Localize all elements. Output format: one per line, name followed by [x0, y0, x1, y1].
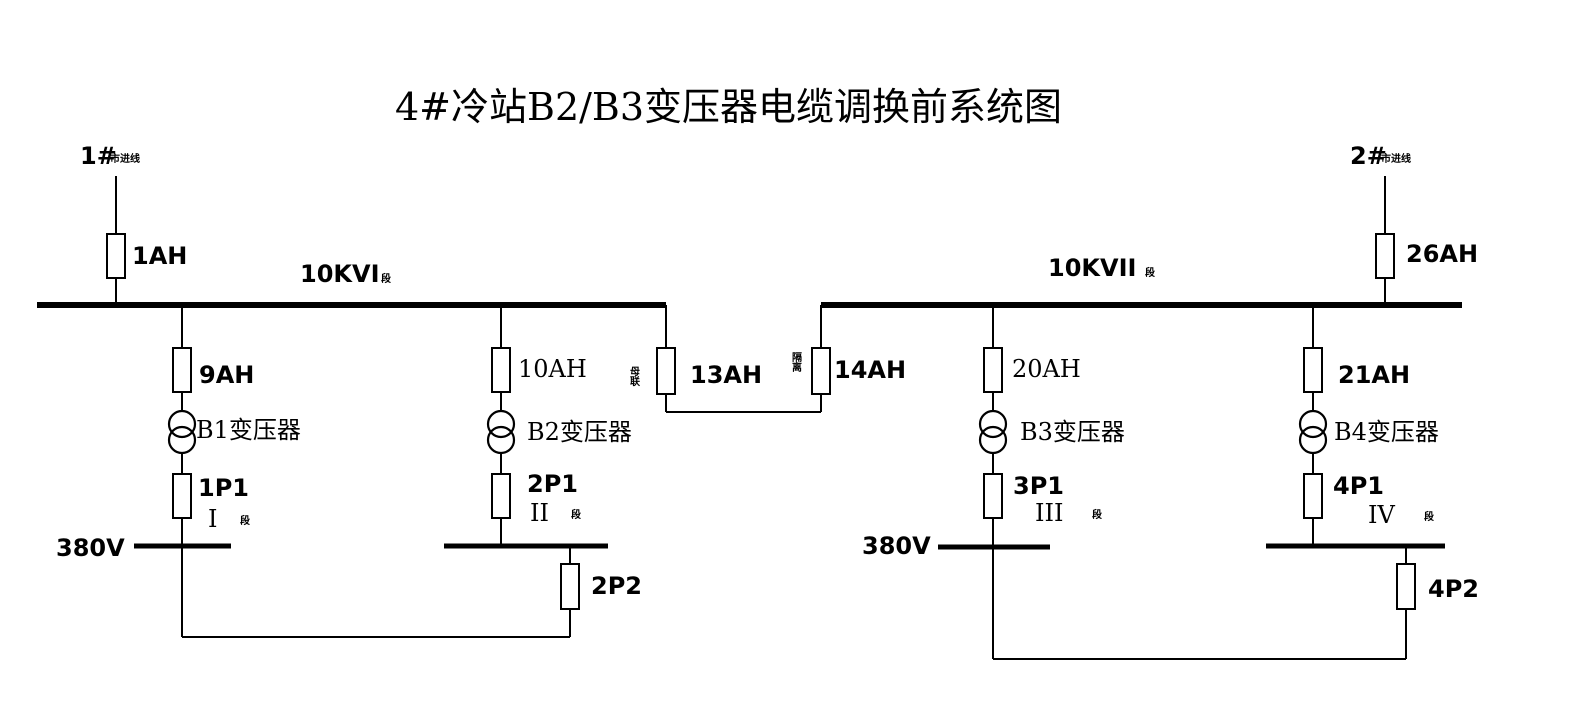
bus-380v-left-label: 380V	[56, 534, 125, 562]
switch-2p2	[560, 563, 580, 610]
switch-9ah	[172, 347, 192, 393]
feeder-b4: 21AH B4变压器 4P1 IV 段	[1298, 305, 1439, 546]
label-2p2: 2P2	[591, 572, 642, 600]
switch-1ah	[106, 233, 126, 279]
lv-section-4-roman: IV	[1368, 501, 1395, 529]
switch-14ah	[811, 347, 831, 395]
incoming-1-tag: 市进线	[110, 152, 140, 165]
transformer-b3-primary	[978, 409, 1008, 439]
feeder-b3: 20AH B3变压器 3P1 III 段	[978, 305, 1125, 546]
label-14ah: 14AH	[834, 356, 906, 384]
lv-section-1-seg: 段	[240, 514, 250, 527]
switch-2p1	[491, 473, 511, 519]
switch-20ah	[983, 347, 1003, 393]
label-4p2: 4P2	[1428, 575, 1479, 603]
tie-13-tag: 母联	[628, 366, 640, 387]
lv-section-2-roman: II	[530, 499, 549, 527]
label-21ah: 21AH	[1338, 361, 1410, 389]
lv-section-3-roman: III	[1035, 499, 1063, 527]
label-1ah: 1AH	[132, 242, 187, 270]
incoming-2-tag: 市进线	[1381, 152, 1411, 165]
label-13ah: 13AH	[690, 361, 762, 389]
label-2p1: 2P1	[527, 470, 578, 498]
label-b4: B4变压器	[1334, 418, 1439, 446]
label-b2: B2变压器	[527, 418, 632, 446]
label-10ah: 10AH	[518, 355, 587, 383]
switch-10ah	[491, 347, 511, 393]
incoming-line-2: 2# 市进线 26AH	[1350, 142, 1478, 305]
transformer-b3-secondary	[978, 425, 1008, 455]
switch-26ah	[1375, 233, 1395, 279]
lv-section-4-seg: 段	[1424, 510, 1434, 523]
switch-1p1	[172, 473, 192, 519]
bus-380v-right-label: 380V	[862, 532, 931, 560]
lv-section-3-seg: 段	[1092, 508, 1102, 521]
lv-section-2-seg: 段	[571, 508, 581, 521]
transformer-b2-primary	[486, 409, 516, 439]
incoming-line-1: 1# 市进线 1AH	[80, 142, 187, 305]
label-3p1: 3P1	[1013, 472, 1064, 500]
transformer-b2-secondary	[486, 425, 516, 455]
lv-tie-right: 4P2	[992, 546, 1479, 660]
tie-14-tag: 隔离	[790, 352, 802, 373]
incoming-1-number: 1#	[80, 142, 117, 170]
label-26ah: 26AH	[1406, 240, 1478, 268]
diagram-title: 4#冷站B2/B3变压器电缆调换前系统图	[395, 85, 1062, 129]
label-4p1: 4P1	[1333, 472, 1384, 500]
label-9ah: 9AH	[199, 361, 254, 389]
switch-4p1	[1303, 473, 1323, 519]
switch-4p2	[1396, 563, 1416, 610]
label-20ah: 20AH	[1012, 355, 1081, 383]
feeder-b1: 9AH B1变压器 1P1 I 段	[167, 305, 301, 546]
bus-10kv-1-seg: 段	[381, 272, 391, 285]
bus-10kv-1-label: 10KVI	[300, 260, 380, 288]
label-b1: B1变压器	[196, 416, 301, 444]
switch-21ah	[1303, 347, 1323, 393]
transformer-b1-primary	[167, 409, 197, 439]
switch-13ah	[656, 347, 676, 395]
transformer-b1-secondary	[167, 425, 197, 455]
transformer-b4-primary	[1298, 409, 1328, 439]
label-b3: B3变压器	[1020, 418, 1125, 446]
incoming-2-number: 2#	[1350, 142, 1387, 170]
transformer-b4-secondary	[1298, 425, 1328, 455]
bus-10kv-2-seg: 段	[1145, 266, 1155, 279]
bus-tie: 13AH 14AH 母联 隔离	[628, 305, 906, 413]
bus-10kv-2-label: 10KVII	[1048, 254, 1136, 282]
feeder-b2: 10AH B2变压器 2P1 II 段	[486, 305, 632, 546]
switch-3p1	[983, 473, 1003, 519]
lv-tie-left: 2P2	[181, 546, 642, 638]
lv-section-1-roman: I	[208, 505, 217, 533]
label-1p1: 1P1	[198, 474, 249, 502]
